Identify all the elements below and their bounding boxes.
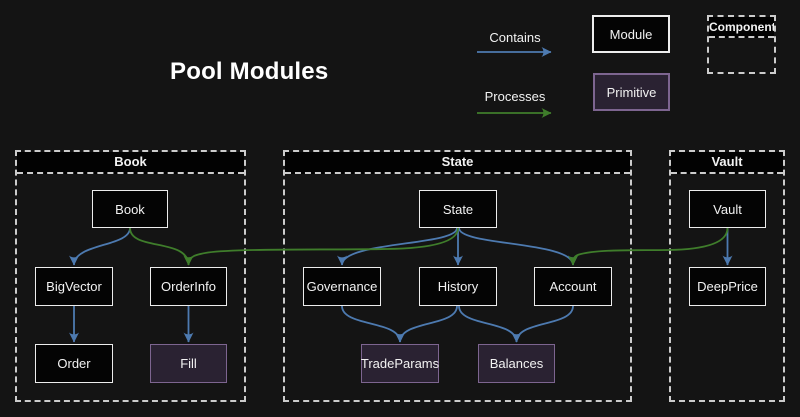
container-state: State bbox=[283, 150, 632, 402]
edge-state-orderinfo bbox=[183, 227, 459, 266]
edge-history-tradeparams bbox=[395, 305, 458, 343]
edge-book-bigvector bbox=[69, 227, 131, 266]
edge-state-account bbox=[458, 227, 578, 266]
node-tradeparams: TradeParams bbox=[361, 344, 439, 383]
legend-processes-label: Processes bbox=[484, 89, 546, 104]
edge-governance-tradeparams bbox=[341, 305, 405, 343]
node-bigvector: BigVector bbox=[35, 267, 113, 306]
legend-contains-label: Contains bbox=[489, 30, 541, 45]
container-book: Book bbox=[15, 150, 246, 402]
node-governance: Governance bbox=[303, 267, 381, 306]
edge-history-balances bbox=[458, 305, 522, 343]
legend-primitive-box: Primitive bbox=[593, 73, 670, 111]
page-title: Pool Modules bbox=[170, 58, 329, 85]
legend-module-box: Module bbox=[592, 15, 670, 53]
edge-book-orderinfo bbox=[129, 227, 194, 266]
container-vault-header: Vault bbox=[671, 152, 783, 174]
legend-component-label: Component bbox=[709, 17, 774, 38]
node-state: State bbox=[419, 190, 497, 228]
container-state-header: State bbox=[285, 152, 630, 174]
node-fill: Fill bbox=[150, 344, 227, 383]
container-vault: Vault bbox=[669, 150, 785, 402]
node-orderinfo: OrderInfo bbox=[150, 267, 227, 306]
legend-component-box: Component bbox=[707, 15, 776, 74]
edge-vault-account bbox=[568, 227, 729, 266]
node-account: Account bbox=[534, 267, 612, 306]
edge-state-governance bbox=[337, 227, 458, 266]
node-balances: Balances bbox=[478, 344, 555, 383]
node-order: Order bbox=[35, 344, 113, 383]
node-vault: Vault bbox=[689, 190, 766, 228]
edge-account-balances bbox=[511, 305, 574, 343]
node-history: History bbox=[419, 267, 497, 306]
node-deepprice: DeepPrice bbox=[689, 267, 766, 306]
container-book-header: Book bbox=[17, 152, 244, 174]
node-book: Book bbox=[92, 190, 168, 228]
